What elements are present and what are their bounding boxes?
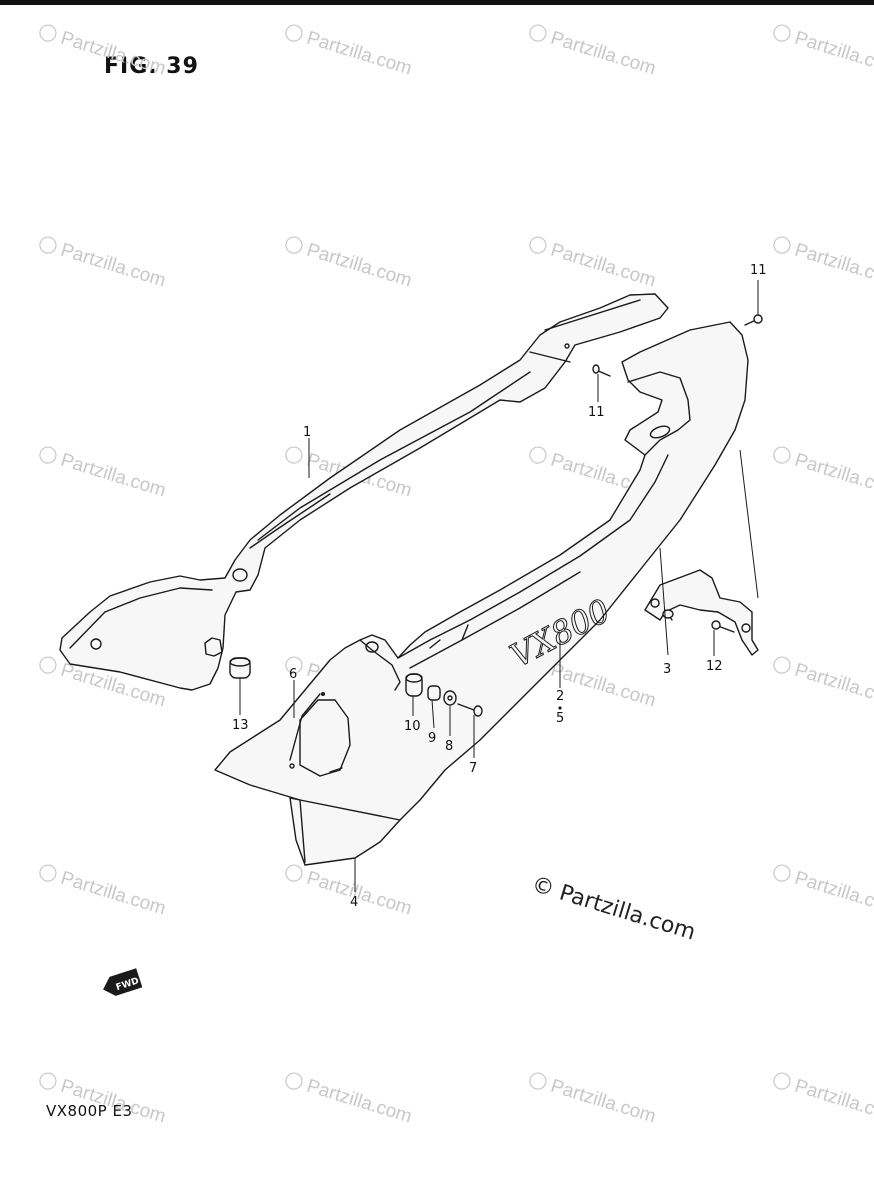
collar-9 — [427, 685, 441, 701]
callout-7: 7 — [469, 761, 477, 776]
callout-6: 6 — [289, 667, 297, 682]
watermark-text: Partzilla.com — [58, 28, 168, 80]
grommet-10 — [405, 673, 423, 697]
watermark-layer: Partzilla.com Partzilla.com Partzilla.co… — [39, 24, 874, 1128]
watermark-text: Partzilla.com — [304, 1076, 414, 1128]
watermark-text: Partzilla.com — [58, 240, 168, 292]
top-border — [0, 0, 874, 5]
callout-11-top: 11 — [750, 263, 767, 278]
callout-8: 8 — [445, 739, 453, 754]
callout-12: 12 — [706, 659, 723, 674]
watermark-text: Partzilla.com — [304, 240, 414, 292]
callout-1: 1 — [303, 425, 311, 440]
watermark-text: Partzilla.com — [548, 660, 658, 712]
watermark-text: Partzilla.com — [792, 1076, 874, 1128]
callout-11-middle: 11 — [588, 405, 605, 420]
watermark-text: Partzilla.com — [58, 868, 168, 920]
watermark-text: Partzilla.com — [548, 1076, 658, 1128]
watermark-text: Partzilla.com — [548, 28, 658, 80]
watermark-text: Partzilla.com — [792, 660, 874, 712]
hardware — [229, 314, 763, 717]
watermark-text: Partzilla.com — [792, 240, 874, 292]
model-code: VX800P E3 — [46, 1102, 133, 1120]
callout-4: 4 — [350, 895, 358, 910]
watermark-text: Partzilla.com — [792, 450, 874, 502]
grommet-13 — [229, 657, 251, 679]
leader-lines — [239, 280, 759, 892]
figure-title: FIG. 39 — [104, 54, 199, 79]
watermark-text: Partzilla.com — [304, 28, 414, 80]
callout-10: 10 — [404, 719, 421, 734]
part-3-bracket — [644, 569, 759, 656]
screw-7 — [457, 703, 475, 711]
part-6-lens — [289, 692, 351, 777]
callout-3: 3 — [663, 662, 671, 677]
fwd-arrow-icon: FWD — [103, 968, 143, 996]
watermark-text: Partzilla.com — [58, 450, 168, 502]
callout-13: 13 — [232, 718, 249, 733]
callout-2: 2 — [556, 689, 564, 704]
part-1-frame-cover — [59, 293, 669, 691]
watermark-text: Partzilla.com — [304, 868, 414, 920]
callout-9: 9 — [428, 731, 436, 746]
watermark-text: Partzilla.com — [792, 868, 874, 920]
callout-labels: 1 2 5 3 4 6 7 8 9 10 11 11 12 13 — [232, 263, 767, 910]
watermark-text: Partzilla.com — [548, 240, 658, 292]
callout-5: 5 — [556, 711, 564, 726]
watermark-text: Partzilla.com — [792, 28, 874, 80]
washer-8 — [443, 690, 457, 706]
